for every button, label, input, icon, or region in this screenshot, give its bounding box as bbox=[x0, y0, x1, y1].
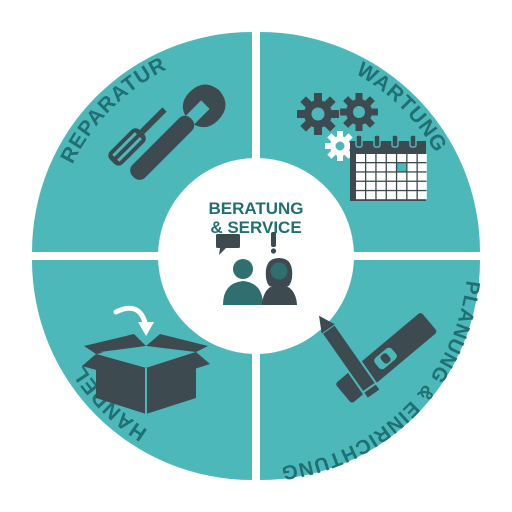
calendar-day-cell bbox=[407, 191, 417, 200]
calendar-day-cell bbox=[386, 172, 396, 181]
calendar-day-cell bbox=[356, 163, 365, 172]
calendar-day-cell bbox=[366, 154, 376, 162]
pencil-level-icon bbox=[319, 313, 437, 403]
calendar-day-cell bbox=[386, 191, 396, 200]
calendar-day-cell bbox=[397, 191, 407, 200]
calendar-day-cell bbox=[366, 172, 376, 181]
calendar-day-cell bbox=[386, 163, 396, 172]
calendar-day-cell bbox=[407, 154, 417, 162]
calendar-day-cell bbox=[397, 181, 407, 190]
calendar-icon bbox=[350, 134, 427, 201]
people-icon bbox=[223, 258, 297, 305]
gears-calendar-icon bbox=[297, 93, 427, 201]
exclamation-icon bbox=[270, 232, 277, 254]
calendar-day-cell bbox=[407, 163, 417, 172]
calendar-day-cell bbox=[407, 172, 417, 181]
center-circle bbox=[158, 158, 354, 354]
center-title-line2: & SERVICE bbox=[210, 218, 301, 237]
calendar-day-cell bbox=[376, 154, 386, 162]
calendar-day-cell bbox=[417, 172, 427, 181]
gear-icon bbox=[297, 93, 339, 135]
calendar-day-cell bbox=[397, 154, 407, 162]
calendar-day-cell bbox=[417, 163, 427, 172]
calendar-day-cell bbox=[356, 181, 365, 190]
wrench-screwdriver-icon bbox=[108, 84, 226, 180]
center-title-line1: BERATUNG bbox=[208, 199, 303, 218]
calendar-day-cell bbox=[376, 181, 386, 190]
calendar-day-cell bbox=[407, 181, 417, 190]
calendar-day-cell bbox=[376, 191, 386, 200]
calendar-day-cell bbox=[386, 181, 396, 190]
calendar-day-cell bbox=[366, 181, 376, 190]
calendar-day-cell bbox=[417, 154, 427, 162]
calendar-day-cell bbox=[417, 191, 427, 200]
calendar-day-cell bbox=[366, 191, 376, 200]
calendar-day-cell bbox=[356, 154, 365, 162]
calendar-day-cell bbox=[376, 172, 386, 181]
calendar-day-cell bbox=[376, 163, 386, 172]
box-arrow-icon bbox=[82, 305, 210, 414]
calendar-day-cell bbox=[356, 172, 365, 181]
calendar-day-cell bbox=[417, 181, 427, 190]
calendar-day-cell bbox=[386, 154, 396, 162]
calendar-day-cell bbox=[397, 172, 407, 181]
speech-bubble-icon bbox=[216, 234, 240, 255]
gear-icon bbox=[340, 93, 378, 131]
calendar-day-cell bbox=[366, 163, 376, 172]
calendar-day-cell bbox=[356, 191, 365, 200]
calendar-day-cell bbox=[397, 163, 407, 172]
